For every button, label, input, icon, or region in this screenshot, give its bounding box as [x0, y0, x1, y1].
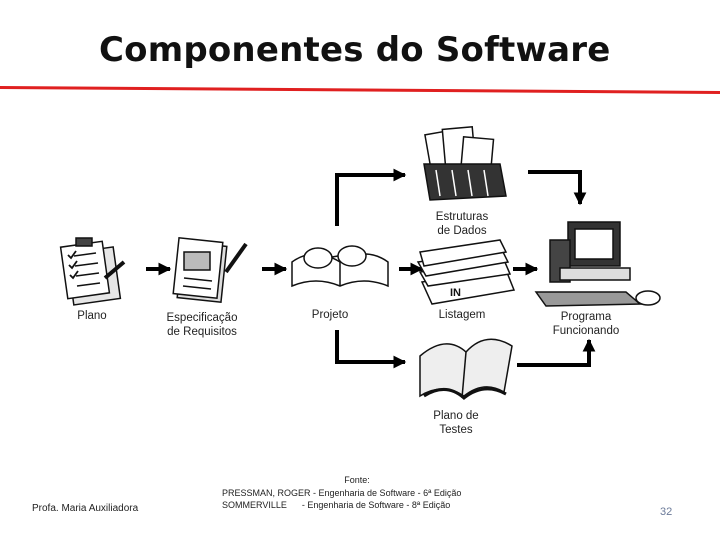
desktop-computer-icon: [536, 222, 660, 306]
document-pencil-icon: [173, 238, 246, 302]
node-label-plano-testes: Plano de Testes: [418, 409, 494, 437]
node-label-especificacao: Especificação de Requisitos: [150, 311, 254, 339]
glasses-book-icon: [292, 246, 388, 286]
svg-text:IN: IN: [450, 287, 461, 299]
source-heading: Fonte:: [222, 474, 492, 487]
arrow-projeto-to-estruturas: [337, 175, 405, 226]
node-label-estruturas: Estruturas de Dados: [420, 210, 504, 238]
file-folders-icon: [424, 127, 506, 200]
open-book-icon: [420, 339, 512, 398]
arrow-estruturas-to-programa: [528, 172, 580, 204]
arrow-projeto-to-testes: [337, 330, 405, 362]
page-number: 32: [660, 506, 672, 518]
node-label-plano: Plano: [60, 309, 124, 323]
source-line-1: PRESSMAN, ROGER - Engenharia de Software…: [222, 487, 492, 500]
arrow-testes-to-programa: [517, 340, 589, 365]
source-citation: Fonte: PRESSMAN, ROGER - Engenharia de S…: [222, 474, 492, 512]
clipboard-checklist-icon: [61, 238, 124, 305]
author-name: Profa. Maria Auxiliadora: [32, 503, 138, 514]
paper-stack-icon: IN: [418, 240, 514, 304]
node-label-listagem: Listagem: [424, 308, 500, 322]
node-label-projeto: Projeto: [298, 308, 362, 322]
node-label-programa: Programa Funcionando: [540, 310, 632, 338]
source-line-2: SOMMERVILLE - Engenharia de Software - 8…: [222, 499, 492, 512]
